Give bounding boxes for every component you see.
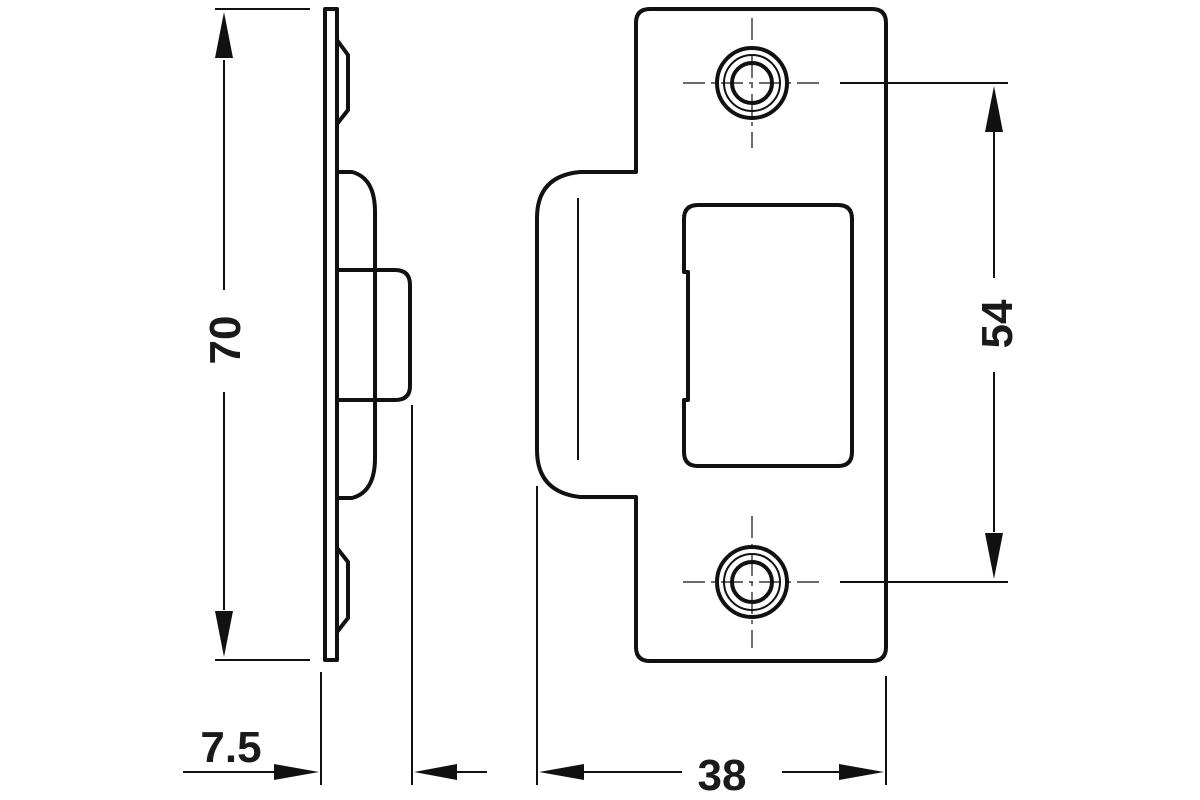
height-arrow-top xyxy=(215,12,233,58)
width-arrow-left xyxy=(539,764,584,780)
height-dimension: 70 xyxy=(201,8,310,661)
front-plate-outline xyxy=(535,7,888,663)
top-screw-hole xyxy=(683,18,821,148)
side-box-housing xyxy=(335,170,377,500)
spacing-arrow-top xyxy=(985,86,1003,132)
bottom-screw-hole xyxy=(683,516,821,648)
thickness-arrow-right xyxy=(414,764,457,780)
side-bottom-tab xyxy=(335,546,350,634)
height-label: 70 xyxy=(201,316,250,365)
height-arrow-bottom xyxy=(215,611,233,657)
spacing-arrow-bottom xyxy=(985,533,1003,579)
width-label: 38 xyxy=(698,751,747,800)
front-latch-opening xyxy=(682,203,854,468)
hole-spacing-label: 54 xyxy=(973,299,1022,348)
side-latch-lip xyxy=(335,268,412,402)
front-view xyxy=(535,7,888,663)
side-top-tab xyxy=(335,38,350,126)
width-arrow-right xyxy=(839,764,884,780)
hole-spacing-dimension: 54 xyxy=(840,82,1022,583)
thickness-arrow-left xyxy=(274,764,319,780)
side-plate xyxy=(323,7,339,662)
thickness-label: 7.5 xyxy=(200,723,261,772)
thickness-dimension: 7.5 xyxy=(183,405,487,785)
side-view xyxy=(323,7,412,662)
width-dimension: 38 xyxy=(536,486,887,800)
